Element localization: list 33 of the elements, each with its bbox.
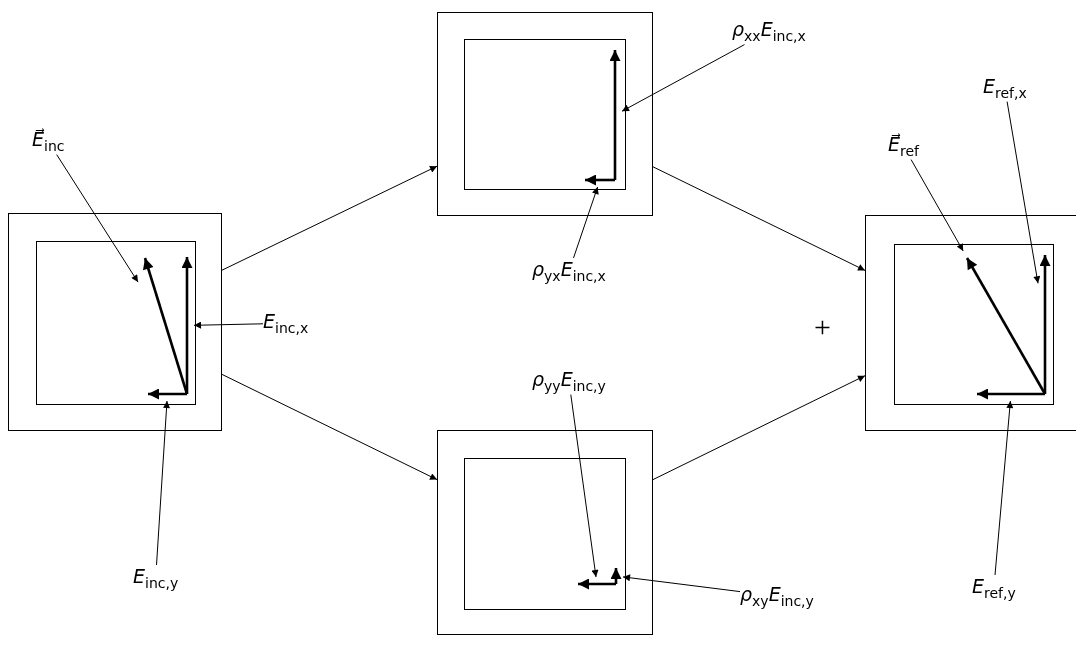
arrow [221,373,438,481]
square-frame [36,241,196,405]
vector-label: ρ$_{xx}$E$_{inc,x}$ [732,18,806,45]
vector-label: E⃗$_{inc}$ [32,128,65,155]
square-frame [8,213,222,431]
leader-line [622,574,741,593]
square-frame [894,244,1054,405]
vector-label: E$_{ref,y}$ [972,575,1016,602]
leader-line [56,154,139,283]
square-frame [464,458,626,610]
arrow [652,375,866,481]
arrow [652,166,866,271]
leader-line [193,321,264,329]
vector-label: E⃗$_{ref}$ [888,133,919,160]
square-frame [464,39,626,190]
square-frame [437,430,653,635]
leader-line [994,400,1014,576]
leader-line [910,159,964,252]
square-frame [865,215,1076,431]
plus-sign: + [814,310,831,344]
leader-line [570,394,599,578]
vector-label: E$_{inc,x}$ [263,310,309,337]
leader-line [573,186,599,259]
square-frame [437,12,653,216]
leader-line [156,400,171,566]
vector-label: ρ$_{yy}$E$_{inc,y}$ [532,368,606,395]
arrow [221,165,438,271]
vector-label: ρ$_{yx}$E$_{inc,x}$ [532,258,606,285]
vector-label: E$_{ref,x}$ [983,75,1027,102]
vector-label: E$_{inc,y}$ [133,565,179,592]
leader-line [621,44,745,112]
leader-line [1006,101,1041,284]
vector-label: ρ$_{xy}$E$_{inc,y}$ [740,583,814,610]
